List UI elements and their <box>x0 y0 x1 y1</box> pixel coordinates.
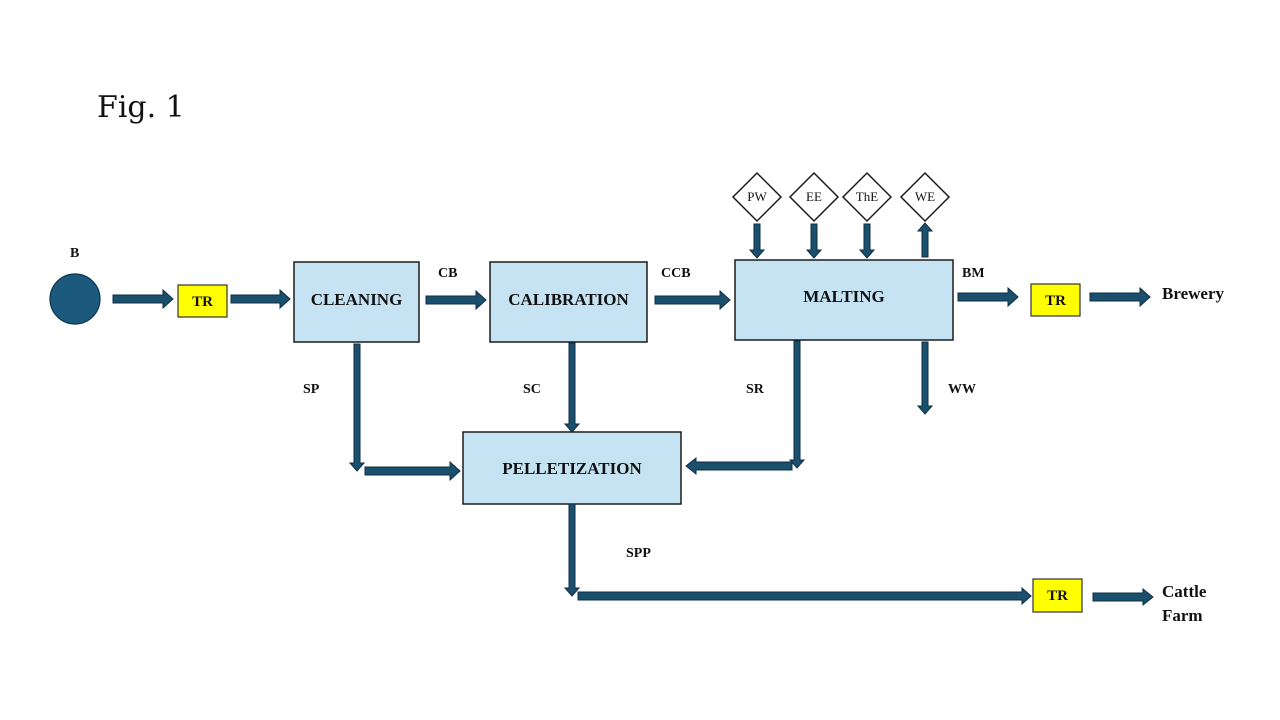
flow-label-sc: SC <box>523 382 541 397</box>
arrow-right-icon <box>112 288 174 310</box>
diamond-icon <box>788 171 840 223</box>
arrow-down-icon <box>563 342 581 433</box>
malting-input-ee: EE <box>788 171 840 259</box>
source-label: B <box>70 246 79 261</box>
arrow-down-icon <box>805 223 823 259</box>
arrow-right-icon <box>577 586 1032 606</box>
malting-input-label: PW <box>747 189 767 204</box>
flow-label-cb: CB <box>438 266 457 281</box>
process-malting <box>734 259 954 341</box>
flow-label-ccb: CCB <box>661 266 691 281</box>
transport-label-2: TR <box>1045 293 1066 309</box>
diamond-icon <box>841 171 893 223</box>
figure-title: Fig. 1 <box>97 90 185 125</box>
arrow-right-icon <box>230 288 291 310</box>
malting-output-we: WE <box>899 171 951 258</box>
arrow-right-icon <box>1089 286 1151 308</box>
arrow-right-icon <box>957 286 1019 308</box>
process-cleaning <box>293 261 420 343</box>
arrow-down-icon <box>563 503 581 597</box>
arrow-right-icon <box>364 460 461 482</box>
destination-brewery: Brewery <box>1162 284 1224 303</box>
flow-label-sp: SP <box>303 382 320 397</box>
destination-cattle-farm-line2: Farm <box>1162 606 1203 625</box>
arrow-right-icon <box>425 289 487 311</box>
arrow-down-icon <box>916 341 934 415</box>
arrow-down-icon <box>858 223 876 259</box>
process-calibration-label: CALIBRATION <box>508 290 629 309</box>
process-pelletization-label: PELLETIZATION <box>502 459 642 478</box>
arrow-left-icon <box>685 456 793 476</box>
arrow-down-icon <box>348 343 366 472</box>
arrow-right-icon <box>654 289 731 311</box>
flow-label-sr: SR <box>746 382 765 397</box>
arrow-right-icon <box>1092 587 1154 607</box>
process-calibration <box>489 261 648 343</box>
malting-output-label: WE <box>915 189 935 204</box>
arrow-up-icon <box>916 222 934 258</box>
circle-source-icon <box>49 273 101 325</box>
flow-label-spp: SPP <box>626 546 651 561</box>
flow-label-bm: BM <box>962 266 985 281</box>
flow-label-ww: WW <box>948 382 976 397</box>
transport-box-3 <box>1032 578 1083 613</box>
arrow-down-icon <box>788 340 806 469</box>
malting-input-the: ThE <box>841 171 893 259</box>
process-cleaning-label: CLEANING <box>311 290 403 309</box>
malting-input-label: ThE <box>856 189 878 204</box>
malting-input-label: EE <box>806 189 822 204</box>
malting-input-pw: PW <box>731 171 783 259</box>
transport-label-1: TR <box>192 294 213 310</box>
process-malting-label: MALTING <box>803 287 885 306</box>
arrow-down-icon <box>748 223 766 259</box>
diamond-icon <box>731 171 783 223</box>
transport-box-1 <box>177 284 228 318</box>
destination-cattle-farm-line1: Cattle <box>1162 582 1207 601</box>
transport-label-3: TR <box>1047 588 1068 604</box>
diamond-icon <box>899 171 951 223</box>
transport-box-2 <box>1030 283 1081 317</box>
